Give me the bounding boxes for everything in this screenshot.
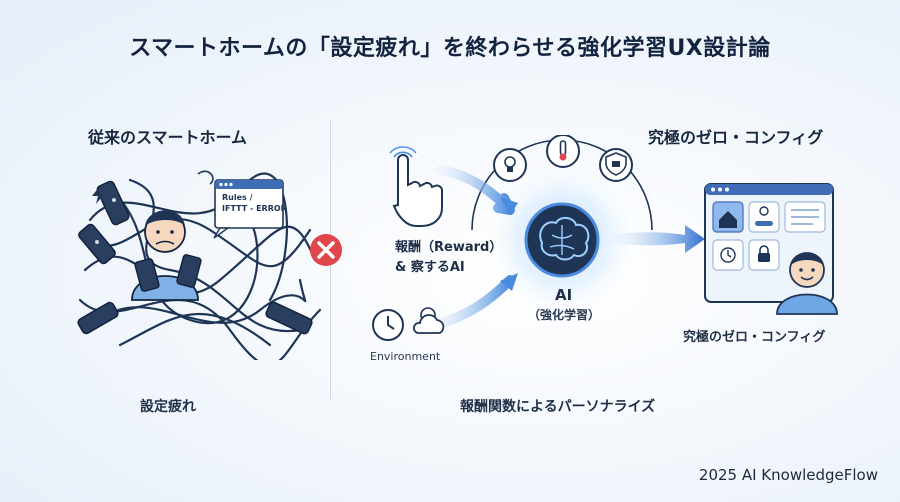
frustrated-person-icon <box>131 210 202 301</box>
security-lock-icon <box>599 148 633 182</box>
smart-dashboard-illustration <box>704 183 838 315</box>
light-tile-icon <box>748 201 780 233</box>
error-x-icon <box>310 234 342 266</box>
footer-credit: 2025 AI KnowledgeFlow <box>698 466 878 484</box>
home-tile-icon <box>712 201 744 233</box>
ai-brain-icon <box>524 202 600 278</box>
ai-sublabel: （強化学習） <box>528 308 601 322</box>
right-heading: 究極のゼロ・コンフィグ <box>648 128 824 147</box>
thermometer-icon <box>546 135 580 168</box>
remote-control-icon <box>77 180 313 335</box>
environment-label: Environment <box>370 350 441 363</box>
right-sublabel: 究極のゼロ・コンフィグ <box>683 330 826 345</box>
reward-line2: & 察するAI <box>395 260 465 275</box>
left-caption: 設定疲れ <box>140 399 196 415</box>
popup-line1: Rules / <box>222 193 253 202</box>
lock-tile-icon <box>748 239 780 271</box>
popup-line2: IFTTT - ERROR <box>222 204 287 213</box>
error-popup-window <box>213 179 284 239</box>
middle-caption: 報酬関数によるパーソナライズ <box>460 399 656 415</box>
reward-line1: 報酬（Reward） <box>395 240 503 255</box>
lightbulb-icon <box>493 148 527 182</box>
happy-person-icon <box>776 252 838 315</box>
reinforcement-learning-diagram <box>372 135 705 341</box>
clock-icon <box>372 309 404 341</box>
left-heading: 従来のスマートホーム <box>88 128 248 147</box>
tangled-devices-illustration <box>77 170 322 360</box>
page-title: スマートホームの「設定疲れ」を終わらせる強化学習UX設計論 <box>129 36 771 61</box>
touch-hand-icon <box>389 146 443 227</box>
ai-label: AI <box>555 286 573 304</box>
weather-icon <box>413 307 445 334</box>
clock-tile-icon <box>712 239 744 271</box>
